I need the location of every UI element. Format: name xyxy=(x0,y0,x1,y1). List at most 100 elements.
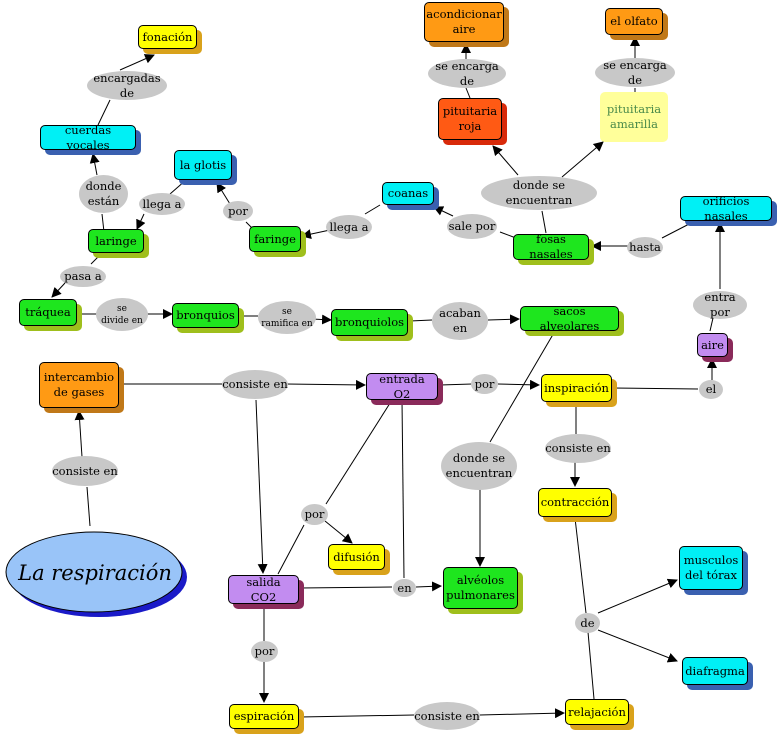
node-intercambio-de-gases[interactable]: intercambio de gases xyxy=(39,362,119,408)
main-topic-ellipse[interactable]: La respiración xyxy=(2,528,188,618)
node-fonacion-label: fonación xyxy=(142,29,193,44)
node-fosas-nasales[interactable]: fosas nasales xyxy=(513,232,589,261)
link-se-divide-en: se divide en xyxy=(96,298,148,331)
link-acaban-en-label: acaban en xyxy=(439,306,481,335)
node-sacos-alveolares[interactable]: sacos alveolares xyxy=(520,303,619,333)
node-entrada-o2[interactable]: entrada O2 xyxy=(366,371,438,401)
node-coanas[interactable]: coanas xyxy=(382,182,434,205)
link-entra-por-label: entra por xyxy=(704,290,736,319)
node-fosas-nasales-label: fosas nasales xyxy=(529,232,573,261)
link-donde-se-encuentran-2: donde se encuentran xyxy=(441,442,517,490)
link-donde-se-encuentran-1-label: donde se encuentran xyxy=(505,178,573,207)
link-por-3-label: por xyxy=(304,507,325,521)
node-el-olfato-label: el olfato xyxy=(610,14,658,28)
node-acondicionar-aire-label: acondicionar aire xyxy=(426,7,502,36)
link-de-label: de xyxy=(580,615,595,630)
link-entra-por: entra por xyxy=(693,290,747,319)
link-sale-por-label: sale por xyxy=(448,219,496,233)
link-en: en xyxy=(393,579,416,597)
link-llega-a-2-label: llega a xyxy=(329,219,369,234)
node-sacos-alveolares-label: sacos alveolares xyxy=(539,303,600,333)
node-difusion[interactable]: difusión xyxy=(328,544,385,570)
link-por-1-label: por xyxy=(228,203,248,218)
node-musculos-del-torax[interactable]: musculos del tórax xyxy=(679,546,743,590)
node-cuerdas-vocales[interactable]: cuerdas vocales xyxy=(40,122,136,152)
node-traquea[interactable]: tráquea xyxy=(19,299,77,326)
node-espiracion[interactable]: espiración xyxy=(229,704,299,729)
node-aire[interactable]: aire xyxy=(697,333,728,357)
link-se-encarga-de-1: se encarga de xyxy=(428,59,506,88)
link-consiste-en-4-label: consiste en xyxy=(414,708,480,723)
link-se-encarga-de-2-label: se encarga de xyxy=(603,57,667,87)
link-sale-por: sale por xyxy=(447,214,497,239)
link-se-ramifica-en-label: se ramifica en xyxy=(261,306,313,329)
link-llega-a-1-label: llega a xyxy=(142,196,182,211)
node-pituitaria-roja[interactable]: pituitaria roja xyxy=(438,98,502,140)
node-laringe[interactable]: laringe xyxy=(88,229,144,253)
node-la-glotis-label: la glotis xyxy=(179,157,227,172)
link-el-label: el xyxy=(705,382,717,396)
link-por-4-label: por xyxy=(254,644,275,658)
node-bronquios-label: bronquios xyxy=(176,308,235,322)
link-en-label: en xyxy=(397,580,412,595)
node-acondicionar-aire[interactable]: acondicionar aire xyxy=(424,2,504,42)
main-topic-shape xyxy=(5,531,187,617)
link-consiste-en-3: consiste en xyxy=(52,456,118,486)
node-pituitaria-amarilla[interactable]: pituitaria amarilla xyxy=(600,92,668,142)
node-orificios-nasales[interactable]: orificios nasales xyxy=(680,194,772,223)
node-fonacion[interactable]: fonación xyxy=(138,25,197,49)
node-diafragma[interactable]: diafragma xyxy=(682,657,748,685)
link-donde-estan: donde están xyxy=(79,175,128,213)
link-por-1: por xyxy=(223,201,253,221)
link-hasta: hasta xyxy=(627,237,663,258)
node-bronquiolos-label: bronquiolos xyxy=(334,315,405,329)
node-traquea-label: tráquea xyxy=(25,305,71,319)
node-aire-label: aire xyxy=(701,337,724,352)
node-bronquios[interactable]: bronquios xyxy=(172,303,239,328)
node-pituitaria-roja-label: pituitaria roja xyxy=(442,104,498,133)
node-relajacion-label: relajación xyxy=(568,704,626,719)
node-salida-co2-label: salida CO2 xyxy=(246,574,281,604)
link-se-encarga-de-2: se encarga de xyxy=(595,58,675,87)
node-la-glotis[interactable]: la glotis xyxy=(174,150,232,180)
node-musculos-del-torax-label: musculos del tórax xyxy=(683,553,739,582)
node-contraccion[interactable]: contracción xyxy=(538,488,612,517)
link-encargadas-de: encargadas de xyxy=(87,71,167,100)
link-por-2-label: por xyxy=(474,376,495,391)
link-de: de xyxy=(575,613,600,633)
link-encargadas-de-label: encargadas de xyxy=(93,70,161,100)
link-llega-a-2: llega a xyxy=(326,215,372,239)
node-alveolos-pulmonares[interactable]: alvéolos pulmonares xyxy=(443,567,518,609)
node-pituitaria-amarilla-label: pituitaria amarilla xyxy=(606,102,662,131)
main-topic-label: La respiración xyxy=(18,561,172,585)
link-por-3: por xyxy=(301,504,328,525)
node-coanas-label: coanas xyxy=(387,186,429,200)
node-entrada-o2-label: entrada O2 xyxy=(379,371,425,401)
node-inspiracion-label: inspiración xyxy=(544,380,609,395)
link-el: el xyxy=(699,380,723,399)
link-donde-se-encuentran-1: donde se encuentran xyxy=(481,176,597,210)
link-consiste-en-1: consiste en xyxy=(222,370,288,399)
node-cuerdas-vocales-label: cuerdas vocales xyxy=(64,122,112,152)
link-hasta-label: hasta xyxy=(629,240,661,254)
node-intercambio-de-gases-label: intercambio de gases xyxy=(43,370,115,399)
node-salida-co2[interactable]: salida CO2 xyxy=(228,575,299,604)
node-relajacion[interactable]: relajación xyxy=(565,699,629,725)
link-por-4: por xyxy=(251,641,278,662)
node-espiracion-label: espiración xyxy=(233,709,295,723)
node-el-olfato[interactable]: el olfato xyxy=(605,8,663,35)
link-consiste-en-1-label: consiste en xyxy=(222,377,288,391)
node-faringe-label: faringe xyxy=(254,231,296,246)
node-alveolos-pulmonares-label: alvéolos pulmonares xyxy=(446,573,515,602)
link-llega-a-1: llega a xyxy=(139,193,185,215)
node-inspiracion[interactable]: inspiración xyxy=(541,374,612,402)
link-consiste-en-2: consiste en xyxy=(545,434,611,463)
link-se-divide-en-label: se divide en xyxy=(101,303,143,326)
link-se-ramifica-en: se ramifica en xyxy=(258,301,316,334)
link-acaban-en: acaban en xyxy=(432,302,488,340)
node-faringe[interactable]: faringe xyxy=(249,226,301,252)
node-diafragma-label: diafragma xyxy=(685,663,745,678)
node-bronquiolos[interactable]: bronquiolos xyxy=(331,309,408,336)
link-consiste-en-2-label: consiste en xyxy=(545,441,611,455)
